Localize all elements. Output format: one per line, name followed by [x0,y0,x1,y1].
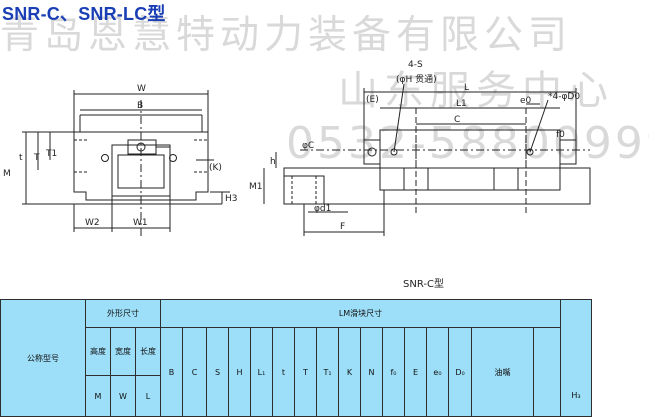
dim-label-T: T [33,153,40,163]
sym-D0: D₀ [448,327,472,417]
sym-t: t [272,327,295,417]
sym-N: N [360,327,383,417]
sym-M: M [85,375,111,417]
dim-label-phiC: φC [302,141,314,151]
header-lm-block: LM滑块尺寸 [160,299,561,328]
header-blank-2 [533,327,561,417]
header-height: 高度 [85,327,111,376]
sym-f0: f₀ [382,327,405,417]
figure-caption: SNR-C型 [403,279,444,290]
dim-label-W1: W1 [133,218,148,228]
dim-label-W: W [137,84,146,94]
dim-label-E: (E) [366,95,379,105]
sym-T1: T₁ [316,327,339,417]
dim-label-K: (K) [209,163,222,173]
dim-label-L: L [464,83,469,93]
header-model: 公称型号 [0,299,86,417]
technical-drawing: W B t T T1 M (K) H3 W2 W1 4-S (φH 贯通) (E… [3,60,591,236]
note-phiH: (φH 贯通) [396,74,437,85]
dim-label-T1: T1 [45,149,57,159]
sym-e0: e₀ [426,327,449,417]
sym-B: B [160,327,183,417]
sym-S: S [206,327,229,417]
sym-H3: H₃ [560,375,592,417]
dim-label-M: M [3,169,11,179]
sym-L: L [135,375,161,417]
dim-label-e0: e0 [520,96,532,106]
header-blank [560,299,592,376]
note-4S: 4-S [408,60,423,70]
dim-label-t: t [19,153,23,163]
dim-label-h: h [270,157,276,167]
header-outline: 外形尺寸 [85,299,161,328]
sym-T: T [294,327,317,417]
dim-label-W2: W2 [85,218,100,228]
sym-E: E [404,327,427,417]
sym-C: C [182,327,207,417]
header-oil: 油嘴 [471,327,534,417]
note-4D0: *4-φD0 [548,92,580,102]
page-title: SNR-C、SNR-LC型 [2,4,166,24]
side-block [379,129,561,191]
dim-label-f0: f0 [556,130,565,140]
dim-label-L1: L1 [456,99,467,109]
dim-label-B: B [137,101,143,111]
spec-table: 公称型号 外形尺寸 LM滑块尺寸 高度 宽度 长度 B C S H L₁ t T… [0,299,592,417]
dim-label-M1: M1 [249,182,263,192]
dim-label-C: C [454,115,460,125]
sym-K: K [338,327,361,417]
front-block-outline [73,131,209,201]
side-rail [283,167,591,205]
dim-label-H3: H3 [225,194,238,204]
dim-label-F: F [340,222,345,232]
dim-label-phid1: φd1 [314,204,331,214]
sym-H: H [228,327,251,417]
header-width: 宽度 [110,327,136,376]
sym-W: W [110,375,136,417]
header-length: 长度 [135,327,161,376]
sym-L1: L₁ [250,327,273,417]
